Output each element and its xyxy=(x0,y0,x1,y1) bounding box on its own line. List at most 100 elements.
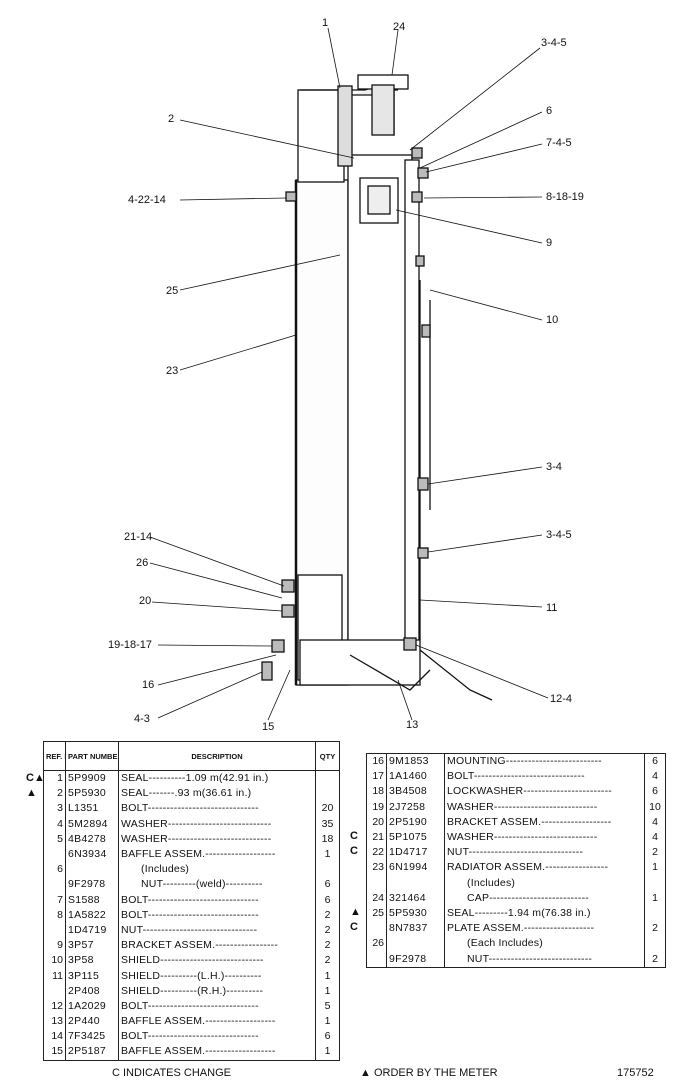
change-mark xyxy=(350,799,361,814)
cell-part: 5P1075 xyxy=(386,829,445,846)
cell-qty xyxy=(644,875,666,891)
callout-3-4: 3-4 xyxy=(546,461,562,473)
left-change-marks: C▲▲ xyxy=(26,771,45,1060)
cell-qty: 18 xyxy=(315,831,340,847)
cell-part: L1351 xyxy=(65,801,119,817)
cell-part: 5P9909 xyxy=(65,770,119,787)
cell-part: 4B4278 xyxy=(65,831,119,847)
cell-qty: 6 xyxy=(644,784,666,800)
cell-ref xyxy=(366,951,387,968)
cell-qty: 6 xyxy=(315,892,340,908)
callout-10: 10 xyxy=(546,314,558,326)
cell-ref: 24 xyxy=(366,890,387,906)
cell-ref xyxy=(366,921,387,937)
cell-desc: NUT------------------------------- xyxy=(121,923,258,936)
cell-ref: 14 xyxy=(43,1029,66,1045)
cell-qty: 1 xyxy=(644,890,666,906)
change-mark xyxy=(350,859,361,874)
cell-desc: PLATE ASSEM.------------------- xyxy=(447,922,595,935)
cell-ref: 22 xyxy=(366,845,387,861)
cell-ref: 10 xyxy=(43,953,66,969)
callout-20: 20 xyxy=(139,595,151,607)
cell-desc: BRACKET ASSEM.------------------- xyxy=(447,815,612,828)
header-desc: DESCRIPTION xyxy=(118,741,316,771)
cell-desc: SHIELD----------(L.H.)---------- xyxy=(121,969,262,982)
cell-part: 321464 xyxy=(386,890,445,906)
cell-part: 3P58 xyxy=(65,953,119,969)
callout-7-4-5: 7-4-5 xyxy=(546,137,572,149)
table-row: (Includes) xyxy=(366,875,666,891)
cell-ref: 16 xyxy=(366,753,387,770)
cell-part: 3P57 xyxy=(65,938,119,954)
cell-qty: 1 xyxy=(315,1014,340,1030)
cell-ref: 9 xyxy=(43,938,66,954)
cell-qty xyxy=(315,770,340,787)
cell-part: 2P5187 xyxy=(65,1044,119,1061)
cell-qty: 6 xyxy=(644,753,666,770)
callout-3-4-5-bottom: 3-4-5 xyxy=(546,529,572,541)
cell-ref: 26 xyxy=(366,936,387,952)
callout-23: 23 xyxy=(166,365,178,377)
cell-qty: 10 xyxy=(644,799,666,815)
cell-desc: NUT---------------------------- xyxy=(467,952,593,965)
cell-desc: BAFFLE ASSEM.------------------- xyxy=(121,848,276,861)
callout-25: 25 xyxy=(166,285,178,297)
cell-ref: 17 xyxy=(366,769,387,785)
cell-part: 1D4717 xyxy=(386,845,445,861)
cell-desc: LOCKWASHER------------------------ xyxy=(447,785,613,798)
cell-part: 5P5930 xyxy=(386,905,445,922)
cell-desc: BOLT------------------------------ xyxy=(121,802,259,815)
cell-ref: 13 xyxy=(43,1014,66,1030)
change-mark xyxy=(350,814,361,829)
cell-qty: 1 xyxy=(315,1044,340,1061)
cell-desc: WASHER---------------------------- xyxy=(121,817,272,830)
callout-21-14: 21-14 xyxy=(124,531,152,543)
cell-part: 6N3934 xyxy=(65,846,119,863)
cell-desc: (Each Includes) xyxy=(467,937,543,950)
cell-part xyxy=(386,875,445,891)
cell-desc: CAP--------------------------- xyxy=(467,891,589,904)
illustration-number: 175752 xyxy=(617,1067,654,1079)
cell-desc: WASHER---------------------------- xyxy=(447,831,598,844)
cell-ref: 1 xyxy=(43,770,66,787)
header-part: PART NUMBER xyxy=(65,741,119,771)
cell-qty: 2 xyxy=(315,938,340,954)
table-row: 6(Includes) xyxy=(43,862,340,878)
cell-qty: 6 xyxy=(315,1029,340,1045)
callout-9: 9 xyxy=(546,237,552,249)
cell-desc: SHIELD----------(R.H.)---------- xyxy=(121,984,264,997)
cell-desc: BOLT------------------------------ xyxy=(121,999,259,1012)
callout-4-22-14: 4-22-14 xyxy=(128,194,166,206)
cell-qty: 2 xyxy=(644,951,666,968)
cell-qty: 2 xyxy=(315,922,340,939)
cell-ref: 5 xyxy=(43,831,66,847)
cell-desc: SHIELD---------------------------- xyxy=(121,954,264,967)
callout-8-18-19: 8-18-19 xyxy=(546,191,584,203)
cell-ref: 18 xyxy=(366,784,387,800)
cell-part: S1588 xyxy=(65,892,119,908)
cell-ref: 4 xyxy=(43,816,66,832)
cell-desc: NUT---------(weld)---------- xyxy=(141,878,263,891)
cell-desc: BOLT------------------------------ xyxy=(447,770,585,783)
cell-desc: SEAL---------1.94 m(76.38 in.) xyxy=(447,906,591,919)
cell-desc: NUT------------------------------- xyxy=(447,846,584,859)
callout-3-4-5-top: 3-4-5 xyxy=(541,37,567,49)
callout-15: 15 xyxy=(262,721,274,733)
radiator-exploded-diagram: 1 24 3-4-5 2 6 7-4-5 4-22-14 8-18-19 9 2… xyxy=(108,17,584,733)
change-mark xyxy=(350,783,361,798)
